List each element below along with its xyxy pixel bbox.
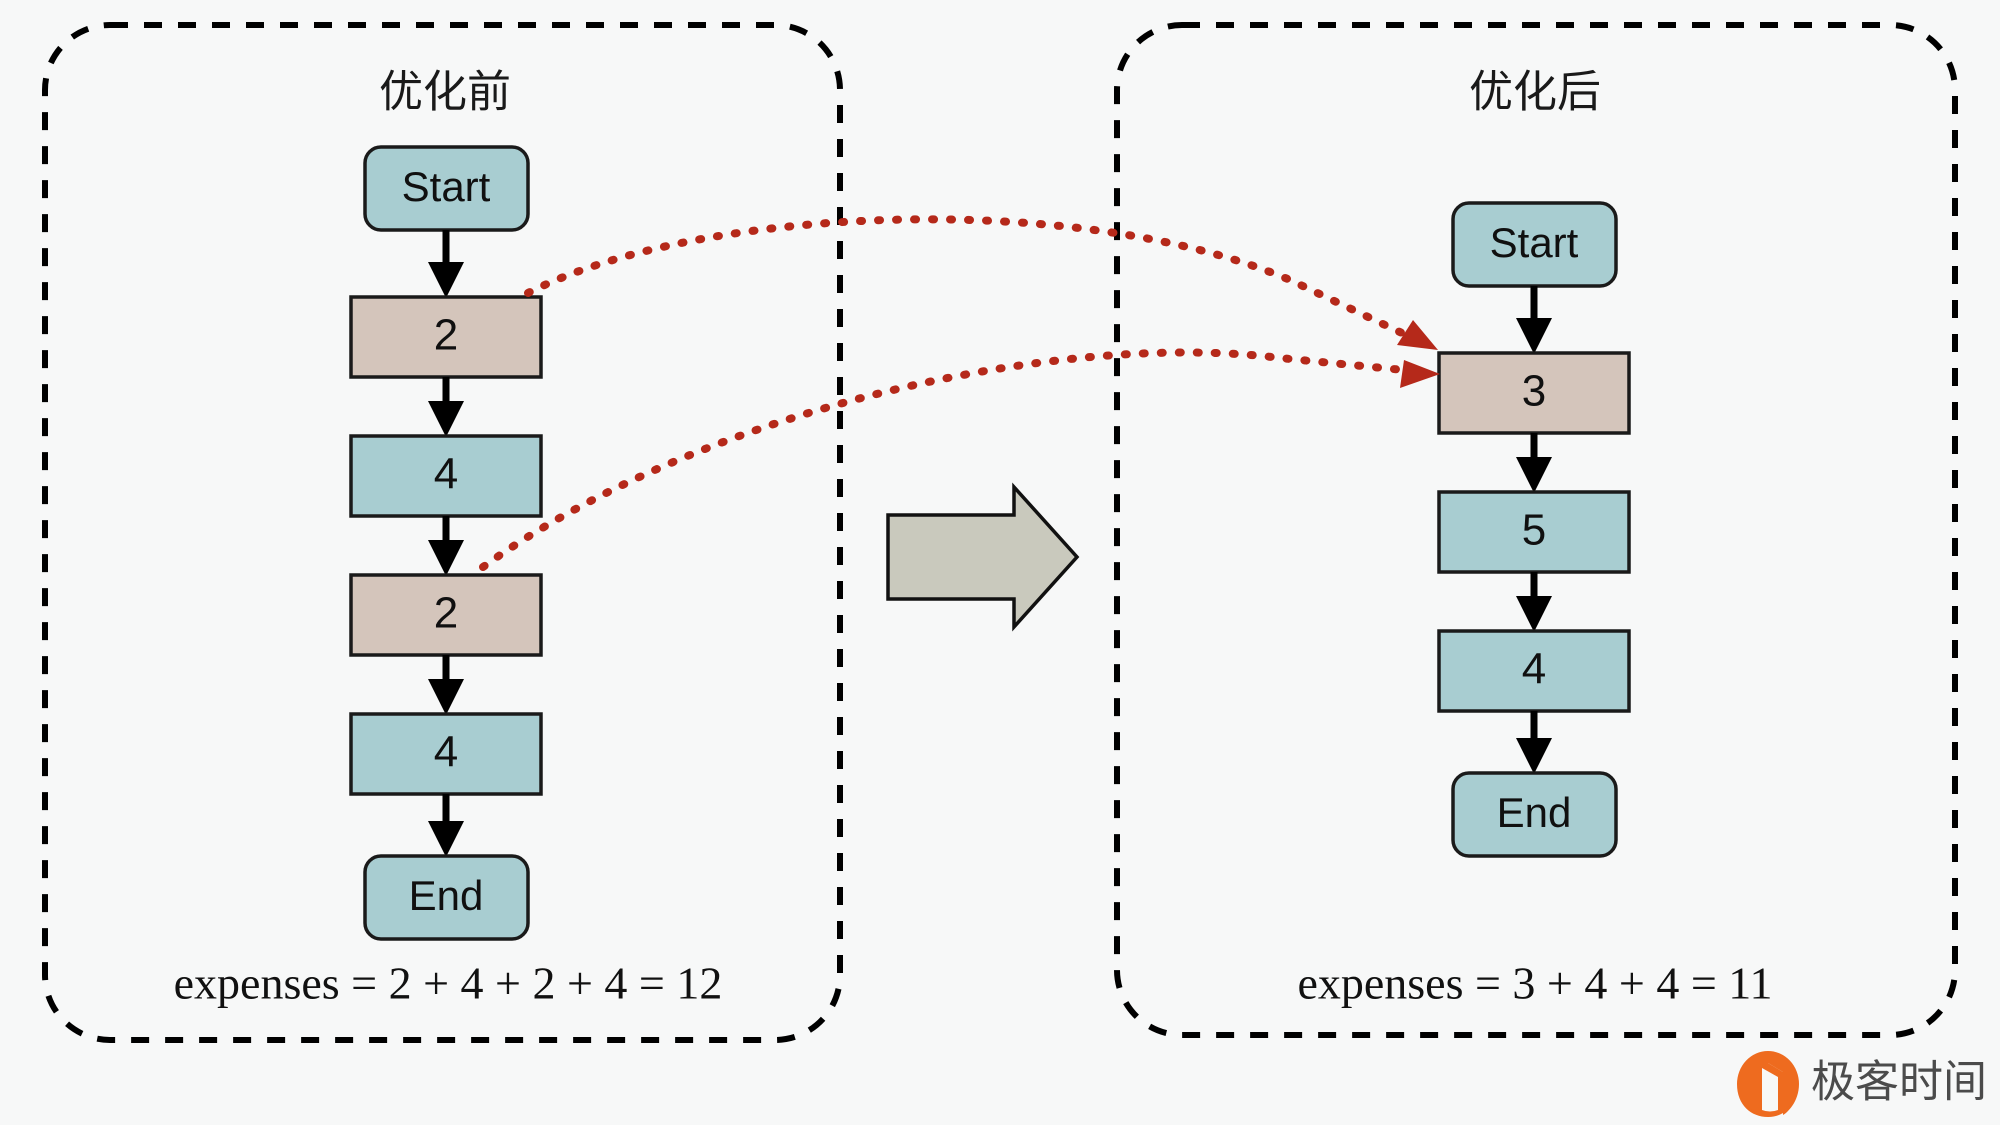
node-after-cost-3-label: 3	[1522, 367, 1546, 416]
connector-after-4	[1516, 711, 1552, 774]
connector-after-3	[1516, 572, 1552, 632]
expenses-before: expenses = 2 + 4 + 2 + 4 = 12	[174, 958, 723, 1009]
node-before-cost-2-a-label: 2	[434, 311, 458, 360]
connector-before-2	[428, 377, 464, 437]
node-after-end[interactable]	[1451, 771, 1618, 858]
node-after-cost-4[interactable]	[1437, 629, 1631, 713]
connector-before-3	[428, 516, 464, 576]
connector-before-4	[428, 655, 464, 715]
panel-before-title: 优化前	[379, 68, 511, 117]
merge-arrowhead-bottom	[1400, 360, 1440, 388]
panel-after: 优化后 Start 3 5 4	[1114, 22, 1958, 1038]
watermark: 极客时间	[1737, 1051, 1987, 1118]
node-before-start-label: Start	[402, 163, 491, 210]
connector-after-1	[1516, 286, 1552, 354]
merge-curve-bottom	[479, 348, 1428, 571]
node-after-end-label: End	[1497, 789, 1572, 836]
node-after-start-label: Start	[1490, 219, 1579, 266]
connector-after-2	[1516, 433, 1552, 493]
transform-arrow	[886, 482, 1080, 632]
panel-before: 优化前 Start 2 4	[42, 22, 843, 1043]
expenses-after: expenses = 3 + 4 + 4 = 11	[1297, 958, 1772, 1009]
connector-before-5	[428, 794, 464, 857]
watermark-text: 极客时间	[1811, 1058, 1987, 1107]
panel-after-title: 优化后	[1469, 68, 1601, 117]
merge-links	[479, 215, 1440, 571]
panel-after-border	[1114, 22, 1958, 1038]
node-before-cost-4-a-label: 4	[434, 450, 458, 499]
geektime-logo-icon	[1737, 1051, 1799, 1118]
node-before-cost-2-b-label: 2	[434, 589, 458, 638]
panel-before-border	[42, 22, 843, 1043]
merge-arrowhead-top	[1397, 320, 1438, 350]
node-before-end-label: End	[409, 872, 484, 919]
node-before-cost-2-a[interactable]	[349, 295, 543, 379]
node-before-cost-4-b-label: 4	[434, 728, 458, 777]
connector-before-1	[428, 230, 464, 298]
node-after-cost-4-label: 4	[1522, 645, 1546, 694]
node-before-cost-2-b[interactable]	[349, 573, 543, 657]
node-after-cost-5[interactable]	[1437, 490, 1631, 574]
node-before-cost-4-a[interactable]	[349, 434, 543, 518]
node-before-end[interactable]	[363, 854, 530, 941]
node-after-cost-5-label: 5	[1522, 506, 1546, 555]
